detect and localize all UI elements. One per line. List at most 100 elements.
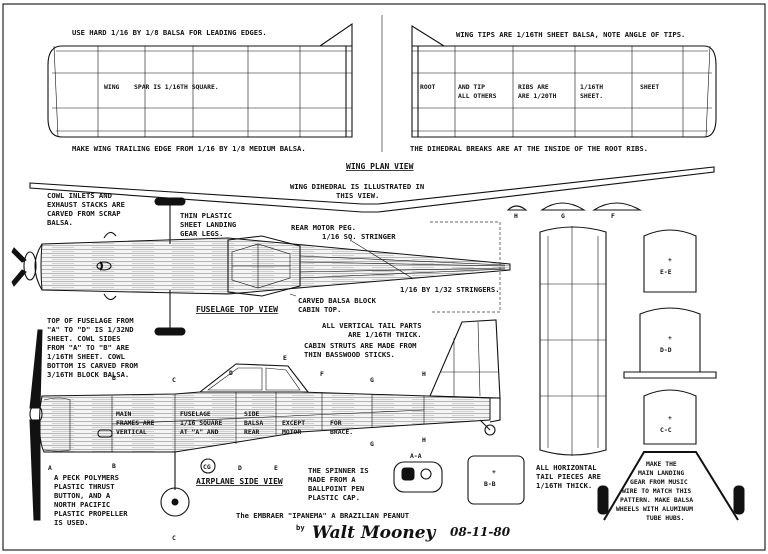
note-thrust-5: PLASTIC PROPELLER: [54, 509, 128, 518]
section-h-label: H: [514, 212, 518, 220]
section-ee-label: E-E: [660, 268, 672, 276]
gear-note-1: MAKE THE: [646, 460, 677, 468]
cg-label: CG: [203, 463, 211, 471]
station-g-bottom: G: [370, 440, 374, 448]
credit-title: The EMBRAER "IPANEMA" A BRAZILIAN PEANUT: [236, 511, 410, 520]
section-cc-cross: +: [668, 414, 672, 422]
wing-cell-tip-2: ALL OTHERS: [458, 92, 497, 100]
wing-cell-spar: SPAR IS 1/16TH SQUARE.: [134, 83, 219, 91]
section-ee-cross: +: [668, 256, 672, 264]
wing-dihedral-view: WING PLAN VIEW WING DIHEDRAL IS ILLUSTRA…: [29, 162, 715, 213]
note-cabin-2: CABIN TOP.: [298, 305, 341, 314]
stab-note-2: TAIL PIECES ARE: [536, 472, 601, 481]
section-aa-label: A-A: [410, 452, 422, 460]
note-thrust-4: NORTH PACIFIC: [54, 500, 110, 509]
frame-label-3: VERTICAL: [116, 428, 147, 436]
credit-by: by: [296, 523, 305, 532]
credit-signature: Walt Mooney: [312, 523, 437, 543]
note-spinner-3: BALLPOINT PEN: [308, 484, 364, 493]
note-cowl-4: BALSA.: [47, 218, 73, 227]
gear-note-7: TUBE HUBS.: [646, 514, 684, 522]
note-cowl-3: CARVED FROM SCRAP: [47, 209, 121, 218]
wing-cell-ribs-2: ARE 1/20TH: [518, 92, 557, 100]
section-bb-cross: +: [492, 468, 496, 476]
note-thrust-1: A PECK POLYMERS: [54, 473, 119, 482]
note-tail-2: ARE 1/16TH THICK.: [348, 330, 422, 339]
station-g-top: G: [370, 376, 374, 384]
wing-cell-sheet-2: SHEET.: [580, 92, 603, 100]
station-b-bottom: B: [112, 462, 116, 470]
fuselage-cross-sections: + E-E + D-D + C-C MAKE THE MAIN LANDING …: [597, 229, 745, 522]
note-cowl-1: COWL INLETS AND: [47, 191, 112, 200]
section-dd-label: D-D: [660, 346, 672, 354]
station-h-bottom: H: [422, 436, 426, 444]
note-dihedral-1: WING DIHEDRAL IS ILLUSTRATED IN: [290, 182, 424, 191]
station-c-top: C: [172, 376, 176, 384]
wing-cell-ribs-1: RIBS ARE: [518, 83, 549, 91]
note-cabin-1: CARVED BALSA BLOCK: [298, 296, 377, 305]
fuselage-top-view: COWL INLETS AND EXHAUST STACKS ARE CARVE…: [11, 191, 511, 336]
station-e-top: E: [283, 354, 287, 362]
frame-label-10: EXCEPT: [282, 419, 305, 427]
note-gear-3: GEAR LEGS.: [180, 229, 223, 238]
note-spinner-1: THE SPINNER IS: [308, 466, 369, 475]
note-top-7: 3/16TH BLOCK BALSA.: [47, 370, 129, 379]
frame-label-13: BRACE.: [330, 428, 353, 436]
note-stringer: 1/16 SQ. STRINGER: [322, 232, 396, 241]
wing-cell-sheet-1: 1/16TH: [580, 83, 603, 91]
note-thrust-2: PLASTIC THRUST: [54, 482, 115, 491]
gear-note-4: WIRE TO MATCH THIS: [622, 487, 691, 495]
note-struts-1: CABIN STRUTS ARE MADE FROM: [304, 341, 417, 350]
section-g-label: G: [561, 212, 565, 220]
frame-label-12: FOR: [330, 419, 342, 427]
title-side-view: AIRPLANE SIDE VIEW: [196, 477, 283, 486]
credit-block: The EMBRAER "IPANEMA" A BRAZILIAN PEANUT…: [236, 511, 511, 543]
frame-label-1: MAIN: [116, 410, 132, 418]
note-leading-edge: USE HARD 1/16 BY 1/8 BALSA FOR LEADING E…: [72, 28, 267, 37]
note-dihedral-breaks: THE DIHEDRAL BREAKS ARE AT THE INSIDE OF…: [410, 144, 648, 153]
note-spinner-4: PLASTIC CAP.: [308, 493, 360, 502]
section-dd-cross: +: [668, 334, 672, 342]
wing-cell-root: ROOT: [420, 83, 436, 91]
note-spinner-2: MADE FROM A: [308, 475, 356, 484]
section-bb-label: B-B: [484, 480, 496, 488]
note-top-1: TOP OF FUSELAGE FROM: [47, 316, 134, 325]
frame-label-6: AT "A" AND: [180, 428, 219, 436]
note-gear-1: THIN PLASTIC: [180, 211, 232, 220]
gear-note-6: WHEELS WITH ALUMINUM: [616, 505, 693, 513]
title-fuselage-top-view: FUSELAGE TOP VIEW: [196, 305, 278, 314]
credit-date: 08-11-80: [450, 525, 511, 539]
note-motor-peg: REAR MOTOR PEG.: [291, 223, 356, 232]
wing-cell-sheet-3: SHEET: [640, 83, 659, 91]
sheet-border: [2, 3, 766, 551]
stab-note-1: ALL HORIZONTAL: [536, 463, 597, 472]
station-b-top: B: [112, 374, 116, 382]
frame-label-4: FUSELAGE: [180, 410, 211, 418]
wing-cell-wing: WING: [104, 83, 120, 91]
note-top-5: 1/16TH SHEET. COWL: [47, 352, 126, 361]
note-gear-2: SHEET LANDING: [180, 220, 236, 229]
station-a-bottom: A: [48, 464, 52, 472]
station-d-bottom: D: [238, 464, 242, 472]
note-thrust-6: IS USED.: [54, 518, 89, 527]
section-f-label: F: [611, 212, 615, 220]
gear-note-2: MAIN LANDING: [638, 469, 684, 477]
frame-label-2: FRAMES ARE: [116, 419, 155, 427]
gear-note-5: PATTERN. MAKE BALSA: [620, 496, 693, 504]
wing-cell-tip-1: AND TIP: [458, 83, 485, 91]
airplane-side-view: TOP OF FUSELAGE FROM "A" TO "D" IS 1/32N…: [29, 316, 525, 542]
note-top-3: SHEET. COWL SIDES: [47, 334, 121, 343]
note-stringers-32: 1/16 BY 1/32 STRINGERS.: [400, 285, 500, 294]
note-thrust-3: BUTTON, AND A: [54, 491, 111, 500]
station-c-bottom: C: [172, 534, 176, 542]
wing-plan-view: USE HARD 1/16 BY 1/8 BALSA FOR LEADING E…: [47, 15, 717, 153]
frame-label-8: BALSA: [244, 419, 263, 427]
note-top-6: BOTTOM IS CARVED FROM: [47, 361, 139, 370]
note-top-4: FROM "A" TO "B" ARE: [47, 343, 129, 352]
stab-note-3: 1/16TH THICK.: [536, 481, 592, 490]
note-cowl-2: EXHAUST STACKS ARE: [47, 200, 125, 209]
station-e-bottom: E: [274, 464, 278, 472]
note-top-2: "A" TO "D" IS 1/32ND: [47, 325, 134, 334]
note-trailing-edge: MAKE WING TRAILING EDGE FROM 1/16 BY 1/8…: [72, 144, 306, 153]
